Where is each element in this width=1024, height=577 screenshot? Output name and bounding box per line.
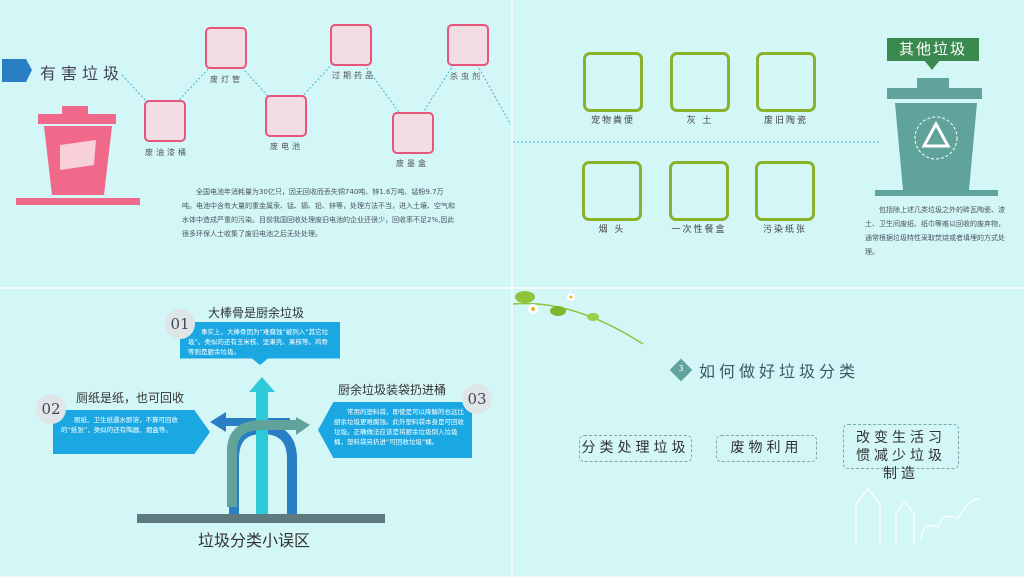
trash-bin-icon [875,78,998,196]
myths-slide: 01 大棒骨是厨余垃圾 事实上，大棒骨因为“难腐蚀”被列入“其它垃圾”。类似的还… [0,289,511,576]
battery-icon [265,95,307,137]
description: 全国电池年消耗量为30亿只，因无回收而丢失铜740吨、锌1.6万吨、锰粉9.7万… [182,188,455,238]
item-label: 宠物粪便 [590,116,635,126]
dust-broom-icon [670,52,730,112]
tip-box: 改变生活习惯减少垃圾制造 [843,424,959,482]
myth-text: 事实上，大棒骨因为“难腐蚀”被列入“其它垃圾”。类似的还有玉米核、坚果壳、果核等… [180,322,340,365]
item-label: 杀虫剂 [450,72,483,81]
myth-title: 大棒骨是厨余垃圾 [208,306,305,320]
decor [513,60,998,196]
section-title: 有害垃圾 [40,64,125,83]
number-badge: 01 [165,309,195,339]
section-tab-icon [2,59,32,82]
howto-slide: 3 如何做好垃圾分类 分类处理垃圾 废物利用 改变生活习惯减少垃圾制造 [513,289,1024,576]
item-label: 过期药品 [332,71,376,80]
item-label: 废电池 [270,142,303,151]
ceramic-icon [756,52,816,112]
paint-bucket-icon [144,100,186,142]
city-sketch-icon [855,488,981,544]
lunch-box-icon [669,161,729,221]
medicine-icon [330,24,372,66]
tissue-roll-icon [755,161,815,221]
ink-cartridge-icon [392,112,434,154]
item-label: 灰 土 [686,116,714,126]
connector-lines [2,44,511,205]
lamp-tube-icon [205,27,247,69]
item-label: 废油漆桶 [145,148,189,157]
section-title: 其他垃圾 [887,38,979,61]
hazardous-waste-slide: 有害垃圾 废油漆桶 废灯管 废电池 过期药品 废墨盒 杀虫剂 全国电池年消耗量为… [0,0,511,287]
arrows-diagram [137,377,385,523]
description: 包括除上述几类垃圾之外的砖瓦陶瓷、渣土、卫生间废纸、纸巾等难以回收的废弃物，通常… [865,206,1005,256]
item-label: 废灯管 [210,75,243,84]
myth-text: 厕纸、卫生纸遇水即溶，不算可回收的“纸张”，类似的还有陶器、烟盒等。 [53,410,210,454]
trash-bin-icon [16,106,140,205]
tip-box: 分类处理垃圾 [579,435,692,462]
number-badge: 02 [36,394,66,424]
cigarette-icon [582,161,642,221]
myth-title: 厨余垃圾装袋扔进桶 [338,383,447,397]
item-label: 烟 头 [598,225,626,235]
tip-box: 废物利用 [716,435,817,462]
decor [513,291,981,544]
myth-text: 常用的塑料袋，即使是可以降解的也远比厨余垃圾更难腐蚀。此外塑料袋本身是可回收垃圾… [318,402,472,458]
insecticide-icon [447,24,489,66]
item-label: 废旧陶瓷 [763,116,808,126]
item-label: 污染纸张 [762,225,807,235]
item-label: 废墨盒 [396,159,429,168]
myth-title: 厕纸是纸，也可回收 [76,391,185,405]
other-waste-slide: 其他垃圾 宠物粪便 灰 土 废旧陶瓷 烟 头 一次性餐盒 污染纸张 包括除上述几… [513,0,1024,287]
section-title: 如何做好垃圾分类 [699,362,860,381]
pet-waste-icon [583,52,643,112]
number-badge: 03 [462,384,492,414]
leaf-branch-icon [513,291,644,345]
item-label: 一次性餐盒 [671,225,727,235]
section-number: 3 [678,364,684,373]
section-title: 垃圾分类小误区 [198,531,311,550]
